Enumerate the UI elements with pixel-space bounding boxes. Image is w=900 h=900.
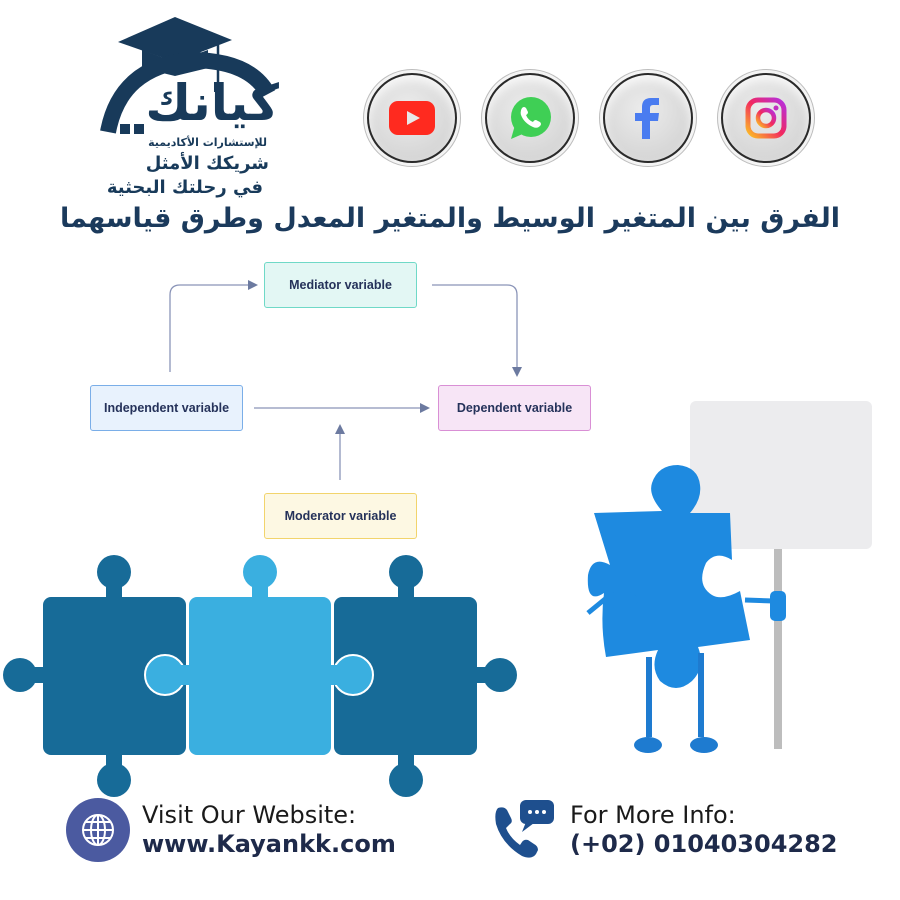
- mediator-variable-node: Mediator variable: [264, 262, 417, 308]
- puzzle-pieces-illustration: [3, 555, 517, 797]
- phone-label: For More Info:: [570, 801, 736, 829]
- youtube-icon: [389, 101, 435, 135]
- independent-variable-node: Independent variable: [90, 385, 243, 431]
- instagram-icon: [745, 97, 787, 139]
- instagram-button[interactable]: [721, 73, 811, 163]
- website-label: Visit Our Website:: [142, 801, 357, 829]
- puzzle-character-illustration: [586, 401, 872, 753]
- tagline-line2: في رحلتك البحثية: [106, 177, 263, 198]
- phone-chat-icon: [495, 800, 554, 858]
- diagram-arrows: [169, 280, 522, 480]
- dependent-variable-node: Dependent variable: [438, 385, 591, 431]
- youtube-button[interactable]: [367, 73, 457, 163]
- phone-number[interactable]: (+02) 01040304282: [570, 830, 838, 858]
- tagline-line1: شريكك الأمثل: [145, 153, 269, 174]
- whatsapp-icon: [511, 97, 551, 139]
- phone-contact: For More Info: (+02) 01040304282: [492, 798, 838, 862]
- facebook-icon: [635, 98, 659, 139]
- website-link[interactable]: www.Kayankk.com: [142, 830, 396, 858]
- brand-name: كيانك: [145, 74, 281, 132]
- globe-icon: [66, 798, 130, 862]
- moderator-variable-node: Moderator variable: [264, 493, 417, 539]
- whatsapp-button[interactable]: [485, 73, 575, 163]
- graduation-cap-icon: [100, 17, 276, 134]
- brand-subtitle: للإستشارات الأكاديمية: [148, 136, 267, 149]
- website-contact: Visit Our Website: www.Kayankk.com: [66, 798, 396, 862]
- facebook-button[interactable]: [603, 73, 693, 163]
- social-links: [367, 73, 811, 163]
- brand-logo: كيانك للإستشارات الأكاديمية شريكك الأمثل…: [100, 12, 285, 198]
- page-title: الفرق بين المتغير الوسيط والمتغير المعدل…: [59, 203, 841, 234]
